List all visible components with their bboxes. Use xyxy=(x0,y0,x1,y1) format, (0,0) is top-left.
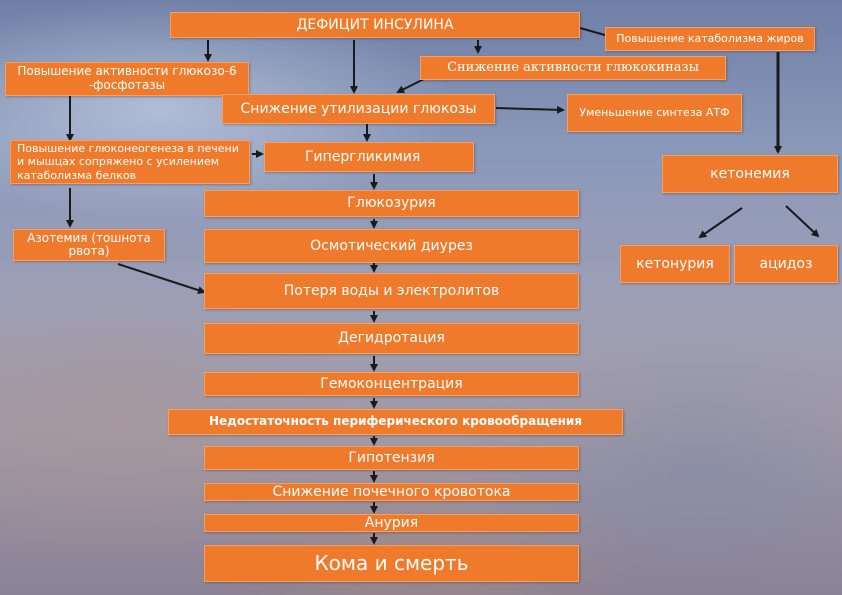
node-label: Потеря воды и электролитов xyxy=(283,282,500,299)
node-peripheral-circulation: Недостаточность периферического кровообр… xyxy=(168,409,623,435)
node-osmotic-diuresis: Осмотический диурез xyxy=(204,229,579,263)
node-gluconeogenesis: Повышение глюконеогенеза в печени и мышц… xyxy=(10,140,250,184)
node-glucose-utilization: Снижение утилизации глюкозы xyxy=(222,94,495,124)
node-fat-catabolism: Повышение катаболизма жиров xyxy=(605,27,815,51)
node-ketonemia: кетонемия xyxy=(662,155,838,193)
node-label: ацидоз xyxy=(759,255,813,272)
node-label: Недостаточность периферического кровообр… xyxy=(208,414,583,429)
node-hypotension: Гипотензия xyxy=(204,446,579,470)
node-label: Гемоконцентрация xyxy=(320,375,463,392)
node-label: Повышение катаболизма жиров xyxy=(616,31,804,45)
node-label: ДЕФИЦИТ ИНСУЛИНА xyxy=(296,16,454,33)
node-dehydration: Дегидротация xyxy=(204,323,579,354)
arrow-azotemia-to-waterloss xyxy=(117,263,206,294)
node-label: Уменьшение синтеза АТФ xyxy=(579,105,730,119)
node-coma-death: Кома и смерть xyxy=(204,545,579,582)
node-label: Анурия xyxy=(364,514,419,531)
node-azotemia: Азотемия (тошнота рвота) xyxy=(13,229,165,261)
node-label: Азотемия (тошнота рвота) xyxy=(27,230,151,258)
node-label: Гипергликимия xyxy=(305,148,421,165)
node-renal-blood-flow: Снижение почечного кровотока xyxy=(204,483,579,501)
node-g6p-activity: Повышение активности глюкозо-6 -фосфотаз… xyxy=(5,62,249,96)
node-label: Дегидротация xyxy=(338,330,445,347)
node-hyperglycemia: Гипергликимия xyxy=(264,142,474,172)
node-label: Повышение активности глюкозо-6 -фосфотаз… xyxy=(17,64,237,92)
arrow-ketonemia-to-ketonuria xyxy=(698,207,743,239)
node-label: Кома и смерть xyxy=(314,551,469,575)
node-hemoconcentration: Гемоконцентрация xyxy=(204,372,579,396)
arrow-util-to-atp xyxy=(495,105,565,114)
node-label: кетонемия xyxy=(710,165,790,182)
node-label: Снижение активности глюкокиназы xyxy=(447,59,699,75)
node-label: Глюкозурия xyxy=(347,195,436,212)
arrow-ketonemia-to-acidosis xyxy=(785,205,820,238)
node-label: Снижение почечного кровотока xyxy=(272,483,511,500)
node-glucokinase: Снижение активности глюкокиназы xyxy=(420,56,726,80)
node-label: Снижение утилизации глюкозы xyxy=(240,100,477,117)
node-atp-synthesis: Уменьшение синтеза АТФ xyxy=(567,94,742,132)
node-insulin-deficit: ДЕФИЦИТ ИНСУЛИНА xyxy=(170,12,580,38)
node-label: кетонурия xyxy=(636,255,714,272)
node-acidosis: ацидоз xyxy=(734,245,838,283)
node-water-loss: Потеря воды и электролитов xyxy=(204,273,579,309)
node-anuria: Анурия xyxy=(204,514,579,532)
node-label: Гипотензия xyxy=(348,449,435,466)
node-ketonuria: кетонурия xyxy=(620,245,730,283)
node-glucosuria: Глюкозурия xyxy=(204,190,579,217)
node-label: Осмотический диурез xyxy=(310,237,473,254)
node-label: Повышение глюконеогенеза в печени и мышц… xyxy=(17,142,239,182)
